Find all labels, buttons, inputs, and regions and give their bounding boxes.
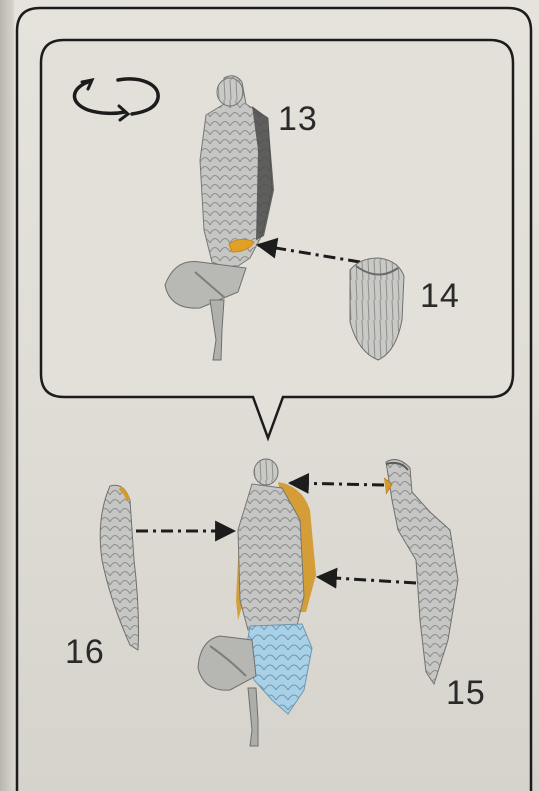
part-15-wing bbox=[384, 460, 458, 684]
part-number-14: 14 bbox=[420, 277, 460, 316]
callout-box bbox=[41, 40, 513, 438]
part-number-15: 15 bbox=[446, 674, 486, 713]
assembled-model bbox=[198, 459, 316, 746]
arrow-15-to-body bbox=[318, 577, 416, 583]
part-16-wing bbox=[100, 485, 138, 650]
part-number-13: 13 bbox=[278, 100, 318, 139]
arrow-15-to-head bbox=[290, 483, 384, 485]
part-number-16: 16 bbox=[65, 633, 105, 672]
